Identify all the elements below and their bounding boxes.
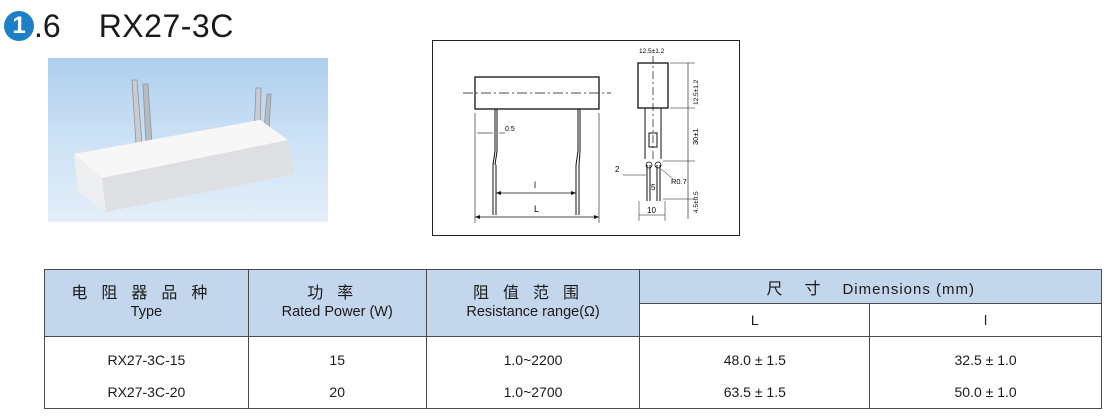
th-type-en: Type <box>130 304 163 320</box>
th-type-cn: 电阻器品种 <box>71 285 222 302</box>
spec-table: 电阻器品种 Type 功率 Rated Power (W) 阻值范围 Resis… <box>44 269 1102 409</box>
dim-tail: 4.5±0.5 <box>693 191 700 213</box>
dim-bottom-10: 10 <box>647 206 656 215</box>
cell-range: 1.0~2200 <box>425 336 641 377</box>
th-power-en: Rated Power (W) <box>281 304 393 320</box>
section-number-suffix: .6 <box>34 7 61 44</box>
resistor-photo-illustration <box>74 79 294 212</box>
th-res-en: Resistance range(Ω) <box>466 304 600 320</box>
dim-body-height: 12.5±1.2 <box>693 79 700 105</box>
dim-lead-thickness: 0.5 <box>505 126 515 133</box>
section-title: 1 .6 RX27-3C <box>4 4 234 48</box>
th-dim-cn: 尺寸 <box>766 280 843 298</box>
dim-radius: R0.7 <box>671 177 687 186</box>
th-dimensions: 尺寸Dimensions (mm) <box>639 269 1102 304</box>
table-row: RX27-3C-20 20 1.0~2700 63.5 ± 1.5 50.0 ±… <box>44 376 1102 409</box>
dimension-drawing: 0.5 l L 12.5±1.2 12.5±1.2 30±1 <box>432 40 740 236</box>
product-photo <box>48 58 328 222</box>
dim-top-width: 12.5±1.2 <box>639 48 665 55</box>
cell-power: 15 <box>247 336 427 377</box>
resistor-body <box>74 120 294 212</box>
dim-L-label: L <box>534 204 539 214</box>
th-res-cn: 阻值范围 <box>473 285 594 302</box>
cell-type: RX27-3C-20 <box>44 376 249 409</box>
th-power-cn: 功率 <box>307 285 368 302</box>
dim-spacing-5: 5 <box>651 183 656 192</box>
dim-l-label: l <box>534 180 536 190</box>
model-name: RX27-3C <box>98 7 234 44</box>
th-type: 电阻器品种 Type <box>44 269 249 337</box>
cell-type: RX27-3C-15 <box>44 336 249 377</box>
th-dim-en: Dimensions (mm) <box>842 280 975 298</box>
th-resistance: 阻值范围 Resistance range(Ω) <box>425 269 641 337</box>
th-power: 功率 Rated Power (W) <box>247 269 427 337</box>
cell-L: 48.0 ± 1.5 <box>639 336 871 377</box>
table-row: RX27-3C-15 15 1.0~2200 48.0 ± 1.5 32.5 ±… <box>44 336 1102 377</box>
section-number-badge: 1 <box>4 11 34 41</box>
cell-range: 1.0~2700 <box>425 376 641 409</box>
cell-power: 20 <box>247 376 427 409</box>
dim-spacing-2: 2 <box>615 165 620 174</box>
cell-l: 32.5 ± 1.0 <box>869 336 1102 377</box>
dim-lead-length: 30±1 <box>691 128 700 145</box>
technical-drawing-svg: 0.5 l L 12.5±1.2 12.5±1.2 30±1 <box>463 46 700 223</box>
cell-L: 63.5 ± 1.5 <box>639 376 871 409</box>
th-L: L <box>639 303 871 337</box>
cell-l: 50.0 ± 1.0 <box>869 376 1102 409</box>
th-l: l <box>869 303 1102 337</box>
